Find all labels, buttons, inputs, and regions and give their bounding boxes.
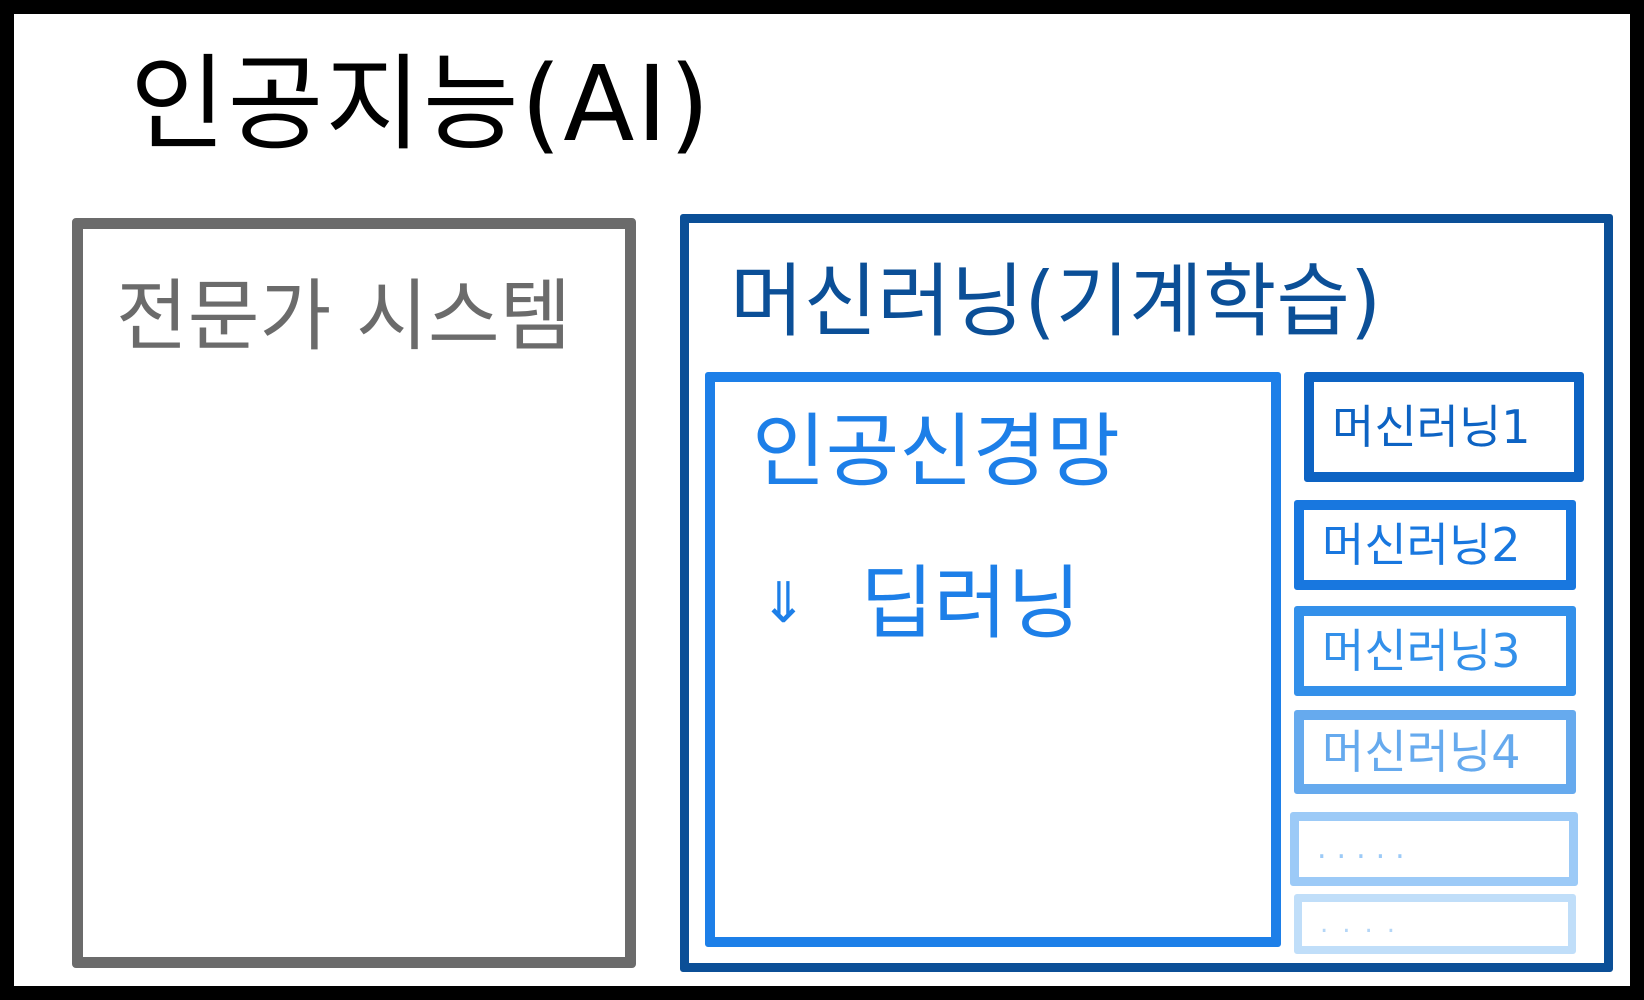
ml-item-2: 머신러닝2 xyxy=(1294,500,1576,590)
ml-item-more-2: .... xyxy=(1294,894,1576,954)
neural-network-label: 인공신경망 xyxy=(752,405,1120,498)
expert-system-box xyxy=(72,218,636,968)
neural-network-box xyxy=(705,372,1281,947)
ml-item-3: 머신러닝3 xyxy=(1294,606,1576,696)
ml-item-4: 머신러닝4 xyxy=(1294,710,1576,794)
deep-learning-row: ⇓ 딥러닝 xyxy=(760,564,1081,644)
ml-item-label: 머신러닝3 xyxy=(1322,624,1521,678)
ml-item-label: 머신러닝1 xyxy=(1332,400,1531,454)
machine-learning-box xyxy=(680,214,1613,972)
ml-item-label: 머신러닝2 xyxy=(1322,518,1521,572)
ml-item-label: .... xyxy=(1320,909,1410,939)
down-arrow-icon: ⇓ xyxy=(760,571,807,636)
ml-item-label: 머신러닝4 xyxy=(1322,725,1521,779)
machine-learning-label: 머신러닝(기계학습) xyxy=(730,255,1382,348)
ml-item-label: ..... xyxy=(1317,831,1415,866)
expert-system-label: 전문가 시스템 xyxy=(116,272,572,362)
ml-item-more-1: ..... xyxy=(1290,812,1578,886)
diagram-title: 인공지능(AI) xyxy=(130,43,712,165)
ml-item-1: 머신러닝1 xyxy=(1304,372,1584,482)
deep-learning-label: 딥러닝 xyxy=(860,557,1081,650)
